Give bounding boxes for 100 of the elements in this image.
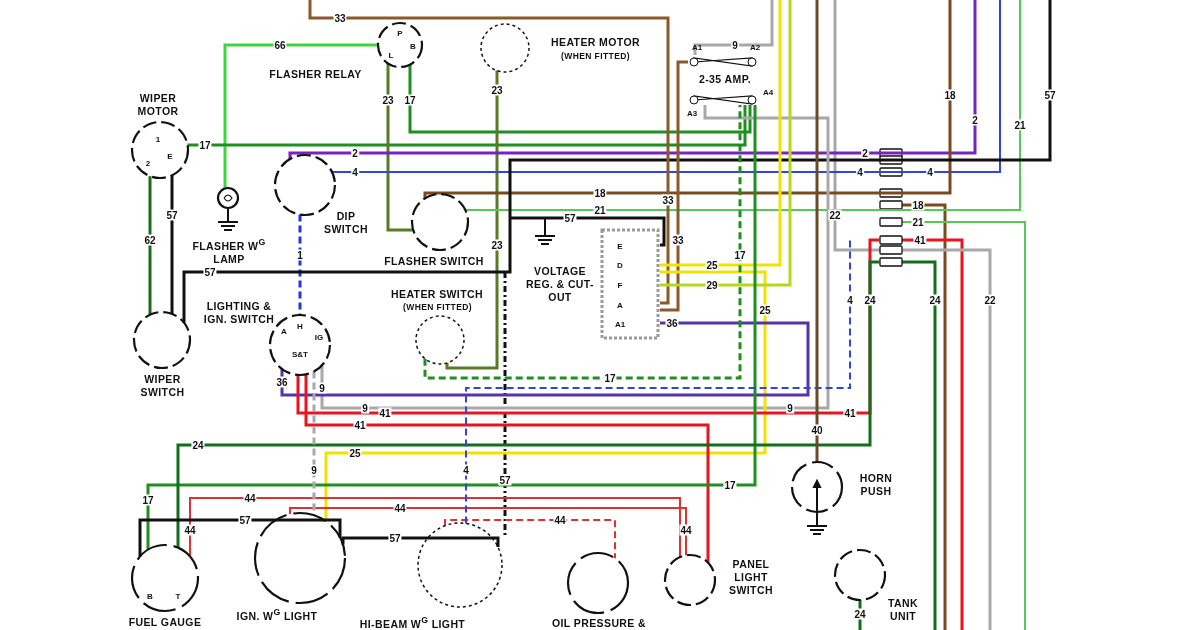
wire-number: 21 — [911, 216, 925, 228]
component-label: HEATER MOTOR — [550, 36, 641, 49]
wire-number: 24 — [191, 439, 205, 451]
terminal-label: A4 — [761, 86, 775, 98]
terminal-label: S&T — [291, 348, 309, 360]
wire-number: 29 — [705, 279, 719, 291]
wire-number: 36 — [275, 376, 289, 388]
wire — [444, 519, 616, 560]
wire-number: 4 — [351, 166, 359, 178]
wire-number: 25 — [705, 259, 719, 271]
wire-number: 17 — [141, 494, 155, 506]
wire — [423, 105, 742, 380]
wire-number: 2 — [351, 147, 359, 159]
wire-number: 41 — [378, 407, 392, 419]
wire-number: 66 — [273, 39, 287, 51]
wire-number: 33 — [661, 194, 675, 206]
terminal-label: E — [166, 150, 174, 162]
wire-number: 18 — [911, 199, 925, 211]
component-label: HI-BEAM W$^{G}$ LIGHT — [358, 614, 467, 630]
terminal-label: A1 — [613, 318, 627, 330]
component-label: (WHEN FITTED) — [560, 51, 631, 62]
component-label: PANEL LIGHT SWITCH — [728, 558, 774, 597]
wire-number: 23 — [381, 94, 395, 106]
wire-number: 9 — [361, 402, 369, 414]
wire — [693, 0, 774, 55]
terminal-label: F — [616, 279, 624, 291]
wire-number: 57 — [388, 532, 402, 544]
wire-number: 25 — [348, 447, 362, 459]
wire-number: 41 — [353, 419, 367, 431]
wire — [304, 374, 710, 563]
component-label: LIGHTING & IGN. SWITCH — [203, 300, 275, 326]
terminal-label: A2 — [748, 41, 762, 53]
wire-number: 18 — [943, 89, 957, 101]
wire-number: 17 — [733, 249, 747, 261]
wire-number: 57 — [563, 212, 577, 224]
terminal-label: A3 — [685, 107, 699, 119]
component-label: HORN PUSH — [858, 472, 894, 498]
wire-number: 41 — [843, 407, 857, 419]
wire — [408, 64, 752, 134]
wire-number: 24 — [863, 294, 877, 306]
wire-number: 2 — [971, 114, 979, 126]
wire-number: 4 — [846, 294, 854, 306]
wire — [170, 175, 174, 314]
terminal-label: 1 — [154, 133, 162, 145]
terminal-label: H — [296, 320, 304, 332]
wire — [146, 105, 757, 550]
wire-number: 24 — [853, 608, 867, 620]
wire — [858, 600, 862, 630]
terminal-label: IG — [313, 331, 325, 343]
terminal-label: A — [616, 299, 624, 311]
wire-number: 1 — [296, 249, 304, 261]
wire-number: 9 — [310, 464, 318, 476]
wire-number: 24 — [928, 294, 942, 306]
wire-number: 44 — [553, 514, 567, 526]
component-label: WIPER MOTOR — [136, 92, 180, 118]
terminal-label: T — [174, 590, 182, 602]
wire-number: 9 — [731, 39, 739, 51]
wire-number: 9 — [318, 382, 326, 394]
terminal-label: E — [616, 240, 624, 252]
wire — [324, 270, 767, 522]
wire-number: 4 — [926, 166, 934, 178]
wire-number: 33 — [671, 234, 685, 246]
wire — [148, 176, 152, 315]
wire-number: 23 — [490, 84, 504, 96]
wire — [289, 507, 687, 557]
wire-number: 36 — [665, 317, 679, 329]
wire — [280, 321, 810, 397]
terminal-label: A1 — [690, 41, 704, 53]
component-label: FUEL GAUGE — [127, 616, 203, 629]
wire — [138, 518, 342, 557]
wire-number: 57 — [1043, 89, 1057, 101]
wire-number: 57 — [165, 209, 179, 221]
component-label: FLASHER RELAY — [268, 68, 363, 81]
wire — [187, 105, 747, 147]
wire — [288, 0, 977, 160]
component-label: OIL PRESSURE & — [550, 617, 648, 630]
wire-number: 23 — [490, 239, 504, 251]
terminal-label: B — [409, 40, 417, 52]
wire-number: 21 — [593, 204, 607, 216]
wire — [331, 0, 1001, 173]
component-label: (WHEN FITTED) — [402, 302, 473, 313]
wire-number: 33 — [333, 12, 347, 24]
wire-number: 44 — [243, 492, 257, 504]
wire — [341, 536, 500, 548]
wire-number: 57 — [238, 514, 252, 526]
terminal-label: 2 — [144, 157, 152, 169]
wire — [445, 70, 499, 370]
wire — [464, 0, 1021, 211]
wire-number: 17 — [403, 94, 417, 106]
terminal-label: P — [396, 27, 404, 39]
wire — [423, 0, 952, 199]
wire-number: 9 — [786, 402, 794, 414]
wire — [223, 43, 378, 189]
terminal-label: L — [387, 49, 395, 61]
wire — [660, 60, 688, 312]
component-label: TANK UNIT — [887, 597, 919, 623]
wire-number: 17 — [603, 372, 617, 384]
wire-number: 44 — [679, 524, 693, 536]
terminal-label: B — [146, 590, 154, 602]
wire — [182, 0, 1052, 323]
